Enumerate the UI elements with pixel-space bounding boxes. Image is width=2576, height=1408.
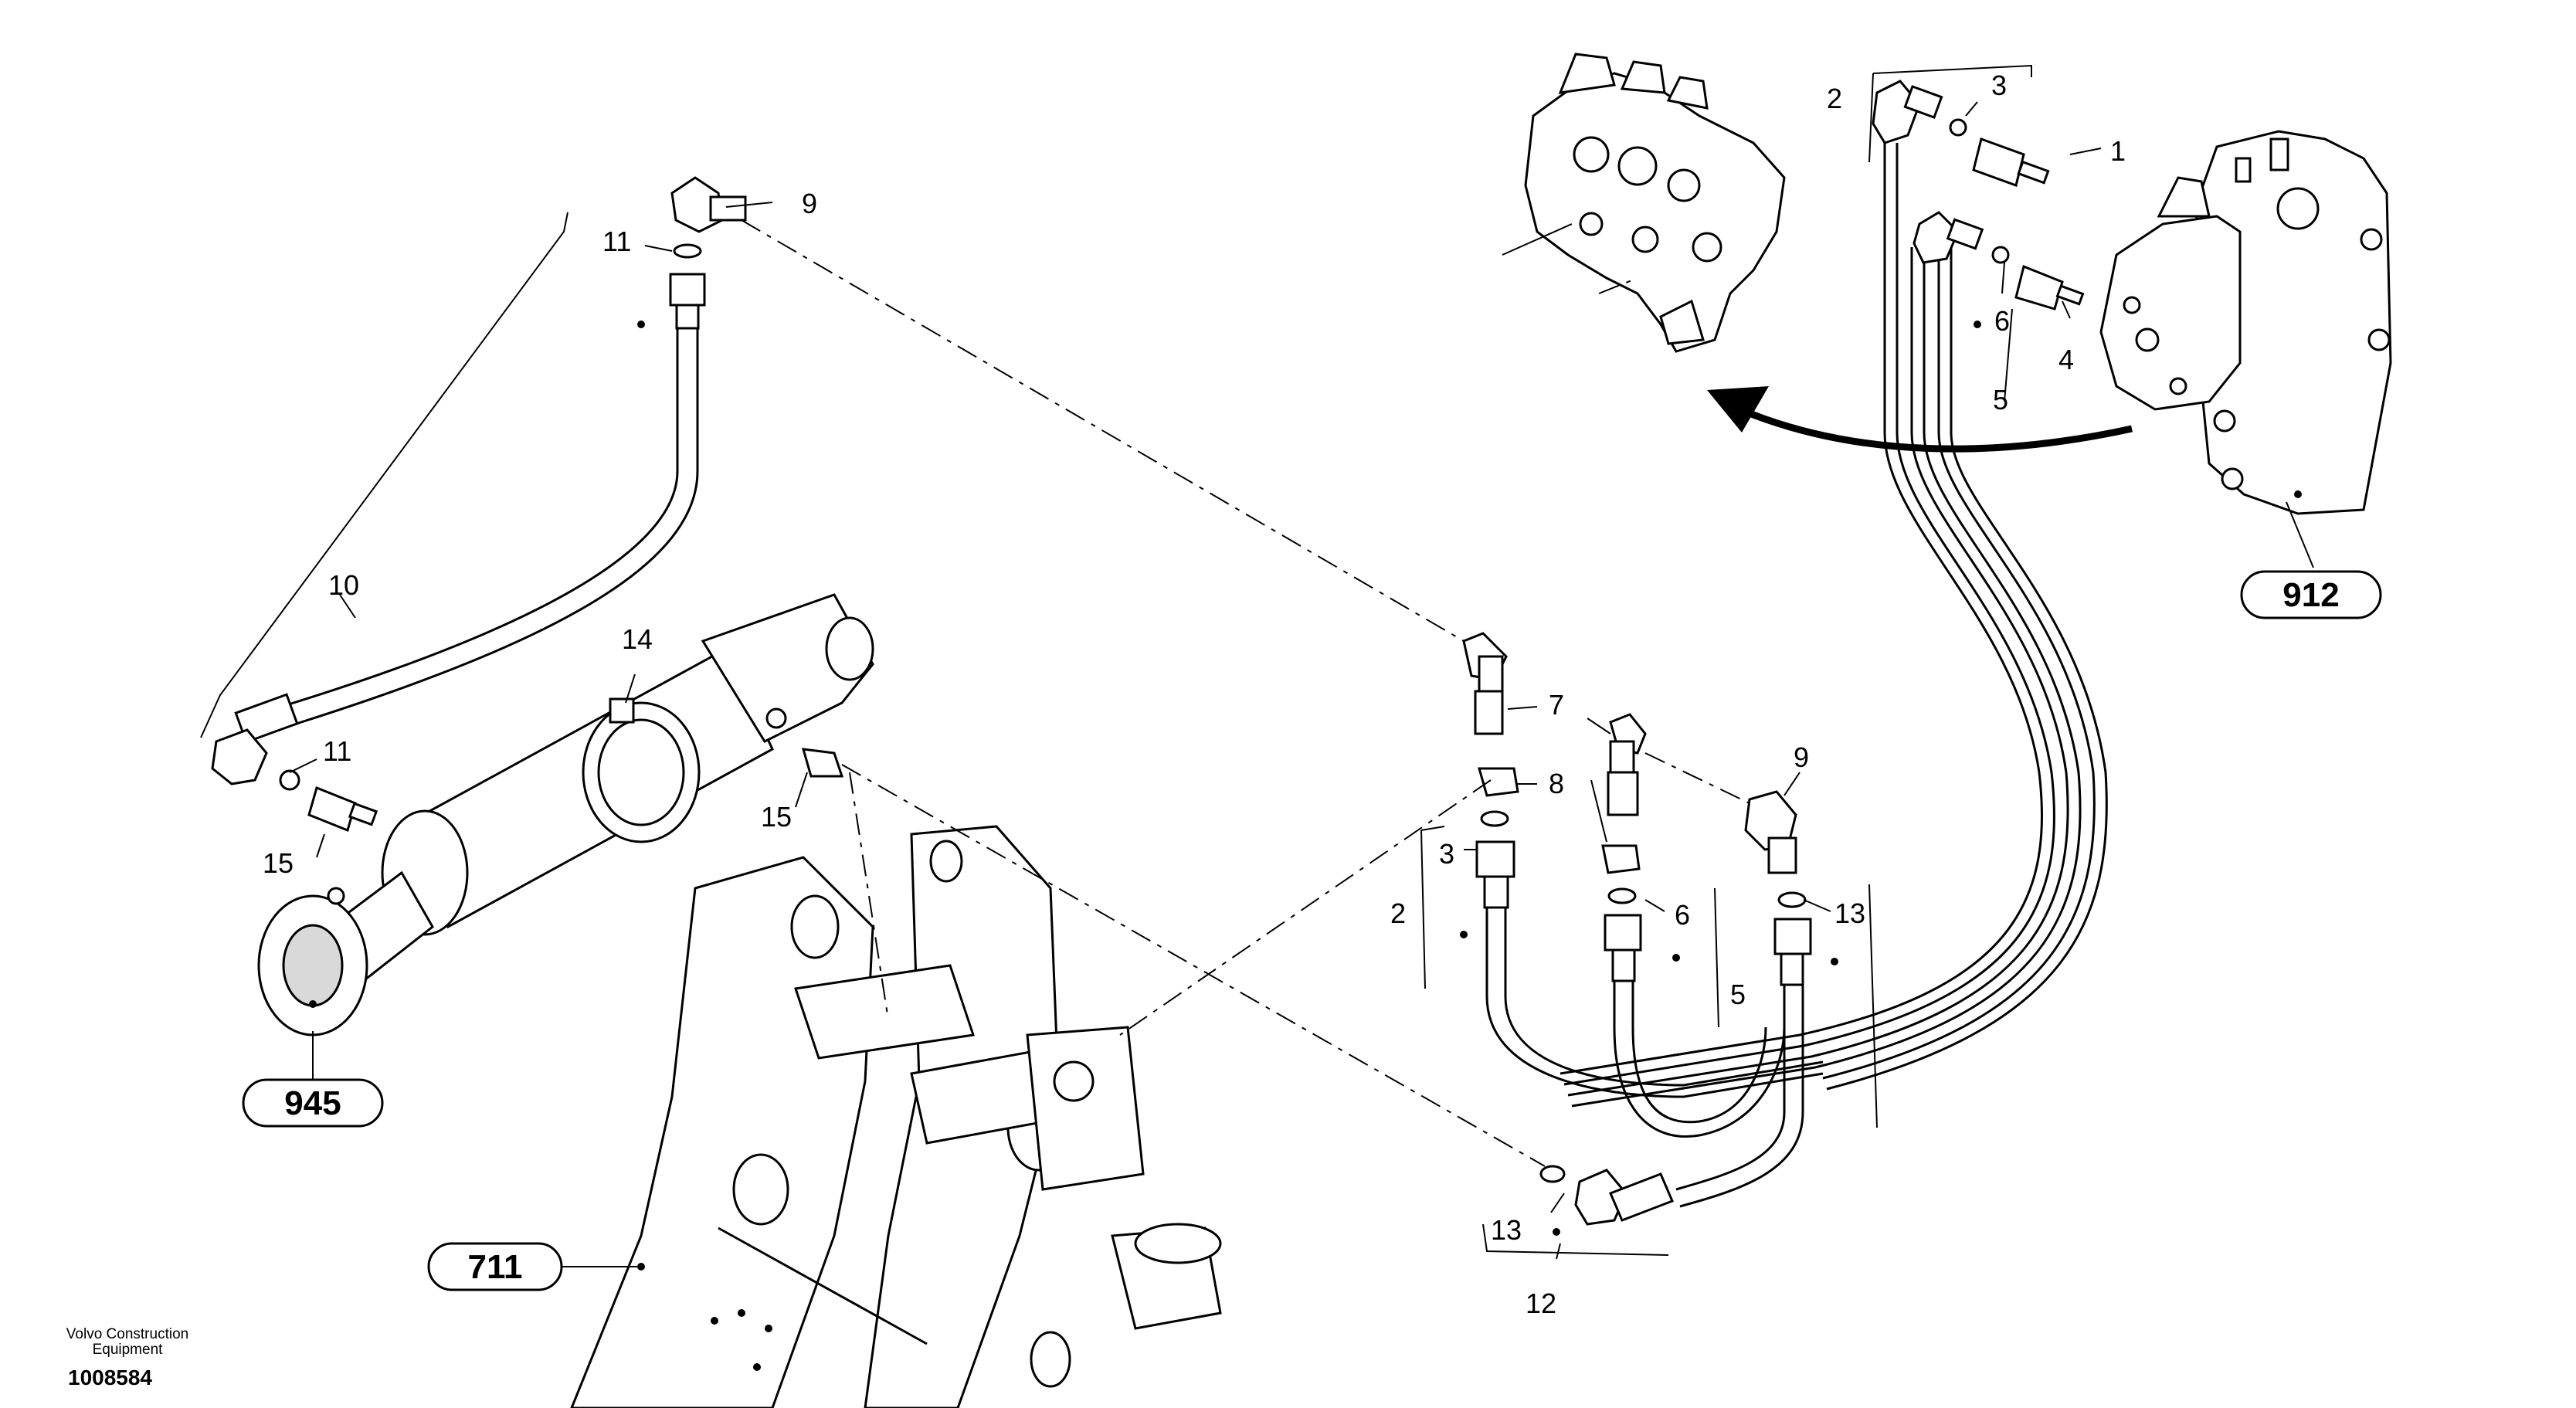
item-label: 6 [1994, 305, 2010, 337]
reference-pill-912[interactable]: 912 [2240, 570, 2382, 619]
main-hoses [1560, 143, 2108, 1108]
item-label: 12 [1526, 1288, 1556, 1319]
item-label: 3 [1439, 838, 1454, 870]
center-fittings [1462, 632, 1812, 1226]
item-label: 9 [802, 188, 817, 219]
item-label: 5 [1730, 979, 1746, 1010]
cylinder-illustration [257, 593, 874, 1036]
item-label: 13 [1834, 897, 1865, 929]
manufacturer-line-1: Volvo Construction [66, 1326, 189, 1342]
document-number: 1008584 [68, 1366, 153, 1389]
manufacturer-line-2: Equipment [92, 1342, 163, 1358]
reference-pill-945[interactable]: 945 [242, 1078, 384, 1128]
item-label: 5 [1993, 384, 2008, 416]
upper-right-fittings [1872, 80, 2085, 310]
lower-hoses [1485, 908, 1824, 1208]
item-label: 1 [2110, 135, 2126, 167]
leader-lines [289, 101, 2314, 1267]
reference-pill-711[interactable]: 711 [427, 1242, 563, 1291]
item-label: 15 [263, 847, 294, 879]
control-valve-illustration [1502, 53, 1786, 353]
reference-number: 912 [2282, 576, 2339, 614]
item-label: 10 [328, 569, 359, 601]
item-label: 8 [1549, 768, 1564, 799]
hose-10-assembly [211, 176, 747, 833]
item-label: 9 [1794, 741, 1809, 773]
item-label: 2 [1390, 897, 1406, 929]
item-label: 14 [622, 623, 653, 655]
reference-number: 945 [284, 1084, 341, 1122]
item-number-labels: 1 2 2 3 3 4 5 5 6 6 7 8 9 9 10 11 11 12 … [263, 70, 2126, 1319]
frame-illustration [570, 825, 1222, 1408]
item-label: 6 [1675, 899, 1690, 931]
item-label: 3 [1991, 70, 2007, 101]
item-label: 11 [323, 735, 351, 767]
grouping-brackets [200, 64, 2032, 1256]
direction-arrow [1707, 386, 2133, 453]
item-label: 7 [1549, 689, 1564, 721]
pump-illustration [2099, 130, 2392, 515]
item-label: 2 [1827, 83, 1842, 114]
item-label: 4 [2058, 344, 2074, 375]
alignment-lines [741, 219, 1750, 1167]
manufacturer-name: Volvo Construction Equipment [31, 1327, 224, 1358]
leader-dots [309, 321, 2302, 1271]
item-label: 11 [602, 226, 631, 257]
item-label: 15 [761, 801, 792, 833]
item-label: 13 [1491, 1214, 1522, 1246]
reference-number: 711 [468, 1248, 523, 1286]
